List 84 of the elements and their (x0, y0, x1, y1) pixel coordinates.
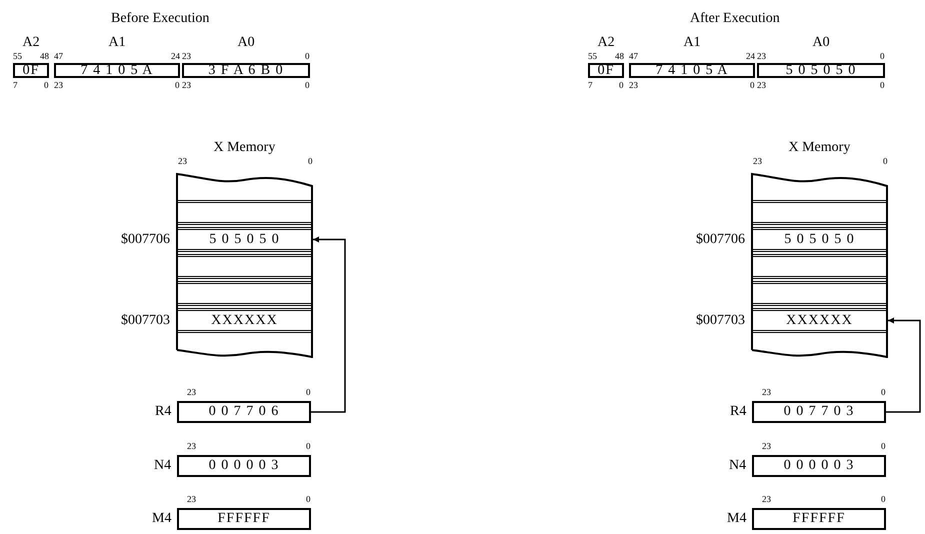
memory-cell: 5 0 5 0 5 0 (178, 227, 311, 252)
memory-cell: 5 0 5 0 5 0 (753, 227, 886, 252)
bit-number: 0 (881, 388, 886, 397)
pointer-arrow (311, 236, 346, 413)
register-name: A1 (108, 36, 126, 50)
register-box: 7 4 1 0 5 A (629, 63, 755, 78)
panel-title: Before Execution (111, 12, 210, 26)
bit-number: 0 (305, 81, 310, 90)
bit-number: 0 (750, 81, 754, 90)
bit-number: 24 (746, 52, 755, 61)
memory-title: X Memory (214, 141, 276, 155)
panel-title: After Execution (690, 12, 780, 26)
bit-number: 0 (306, 495, 310, 504)
bit-number: 7 (588, 81, 592, 90)
register-name: M4 (727, 512, 746, 526)
memory-title: X Memory (788, 141, 850, 155)
register-box: 0 0 0 0 0 3 (177, 455, 311, 477)
memory-cell (753, 281, 886, 306)
bit-number: 0 (883, 157, 888, 166)
register-name: N4 (729, 459, 746, 473)
memory-cell (178, 254, 311, 279)
bit-number: 23 (182, 52, 191, 61)
register-box: 0 0 7 7 0 3 (752, 401, 886, 423)
register-box: 0F (13, 63, 49, 78)
bit-number: 23 (762, 442, 771, 451)
bit-number: 23 (187, 495, 196, 504)
bit-number: 23 (629, 81, 638, 90)
register-box: FFFFFF (752, 508, 886, 530)
bit-number: 23 (187, 442, 196, 451)
memory-address: $007706 (696, 233, 745, 247)
bit-number: 23 (54, 81, 63, 90)
bit-number: 0 (881, 442, 886, 451)
bit-number: 7 (13, 81, 18, 90)
register-box: 3 F A 6 B 0 (182, 63, 310, 78)
bit-number: 0 (880, 52, 884, 61)
register-name: M4 (152, 512, 172, 526)
bit-number: 48 (40, 52, 49, 61)
register-box: 5 0 5 0 5 0 (757, 63, 885, 78)
bit-number: 23 (762, 495, 771, 504)
bit-number: 0 (308, 157, 312, 166)
bit-number: 23 (753, 157, 762, 166)
memory-cell (178, 200, 311, 225)
bit-number: 47 (54, 52, 63, 61)
bit-number: 47 (629, 52, 638, 61)
bit-number: 55 (13, 52, 22, 61)
register-name: A0 (238, 36, 255, 50)
register-name: N4 (154, 459, 172, 473)
register-name: A0 (812, 36, 830, 50)
memory-cell: XXXXXX (753, 308, 886, 333)
register-box: FFFFFF (177, 508, 311, 530)
bit-number: 23 (757, 52, 766, 61)
register-name: R4 (155, 405, 172, 419)
bit-number: 0 (305, 52, 310, 61)
bit-number: 23 (187, 388, 196, 397)
bit-number: 0 (880, 81, 884, 90)
memory-cell (753, 254, 886, 279)
memory-address: $007703 (121, 314, 170, 328)
bit-number: 23 (182, 81, 191, 90)
register-name: A2 (598, 36, 615, 50)
bit-number: 0 (619, 81, 624, 90)
bit-number: 48 (615, 52, 624, 61)
memory-address: $007706 (121, 233, 170, 247)
bit-number: 0 (44, 81, 48, 90)
bit-number: 24 (171, 52, 180, 61)
register-name: A2 (22, 36, 40, 50)
register-box: 0F (588, 63, 624, 78)
bit-number: 23 (762, 388, 771, 397)
bit-number: 0 (306, 442, 310, 451)
register-name: R4 (730, 405, 746, 419)
memory-cell (178, 281, 311, 306)
register-box: 0 0 7 7 0 6 (177, 401, 311, 423)
register-box: 0 0 0 0 0 3 (752, 455, 886, 477)
register-name: A1 (684, 36, 701, 50)
bit-number: 0 (175, 81, 180, 90)
register-box: 7 4 1 0 5 A (54, 63, 180, 78)
pointer-arrow (886, 318, 921, 413)
memory-address: $007703 (696, 314, 745, 328)
bit-number: 0 (306, 388, 310, 397)
memory-cell: XXXXXX (178, 308, 311, 333)
bit-number: 0 (881, 495, 886, 504)
bit-number: 23 (178, 157, 187, 166)
bit-number: 55 (588, 52, 597, 61)
bit-number: 23 (757, 81, 766, 90)
memory-cell (753, 200, 886, 225)
